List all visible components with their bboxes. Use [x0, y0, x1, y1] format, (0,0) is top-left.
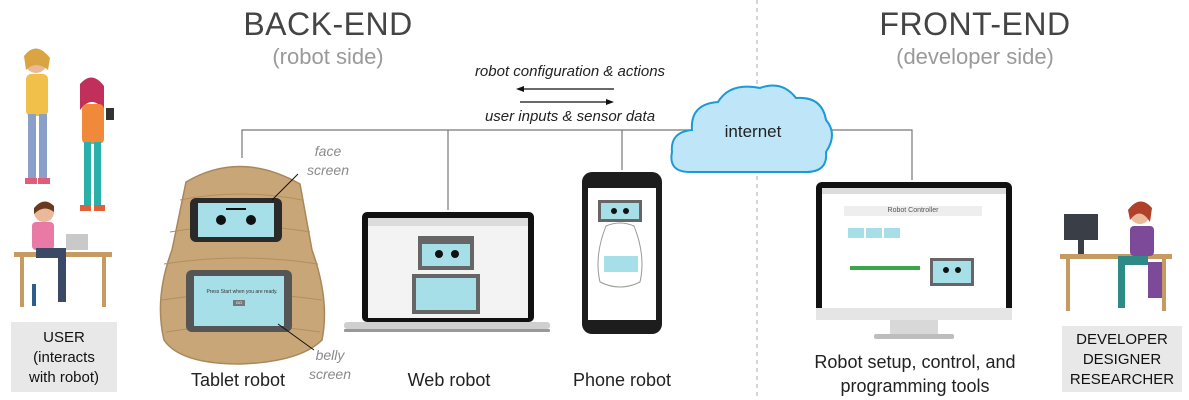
frontend-subtitle: (developer side)	[896, 44, 1054, 69]
monitor-controller-title: Robot Controller	[887, 207, 939, 214]
tablet-robot-label: Tablet robot	[190, 370, 286, 390]
phone-robot-label: Phone robot	[572, 370, 672, 390]
user-at-desk-illustration	[14, 201, 112, 307]
developer-monitor-illustration	[816, 182, 1012, 339]
arrow-top-label: robot configuration & actions	[474, 63, 666, 80]
belly-screen-go-button[interactable]: GO	[235, 300, 243, 305]
belly-screen-prompt: Press Start when you are ready.	[206, 289, 278, 295]
web-robot-laptop-illustration	[344, 212, 550, 332]
phone-robot-illustration	[582, 172, 662, 334]
developer-role-box: DEVELOPER DESIGNER RESEARCHER	[1062, 326, 1182, 392]
tablet-robot-illustration	[159, 165, 326, 365]
internet-label: internet	[724, 122, 782, 141]
backend-title: BACK-END	[243, 6, 413, 42]
frontend-title: FRONT-END	[879, 6, 1071, 42]
backend-subtitle: (robot side)	[272, 44, 384, 69]
belly-screen-label: belly screen	[308, 347, 352, 382]
connection-lines	[241, 129, 913, 210]
arrow-to-robot	[516, 86, 614, 92]
web-robot-label: Web robot	[407, 370, 491, 390]
user-girl-phone-illustration	[80, 77, 114, 211]
arrow-to-developer	[520, 99, 614, 105]
tools-label: Robot setup, control, and programming to…	[814, 352, 1016, 396]
user-girl-standing-illustration	[24, 48, 50, 184]
internet-cloud	[670, 84, 833, 173]
face-screen-label: face screen	[306, 143, 350, 178]
developer-at-desk-illustration	[1060, 201, 1172, 311]
user-role-box: USER (interacts with robot)	[11, 322, 117, 392]
arrow-bottom-label: user inputs & sensor data	[484, 108, 656, 125]
